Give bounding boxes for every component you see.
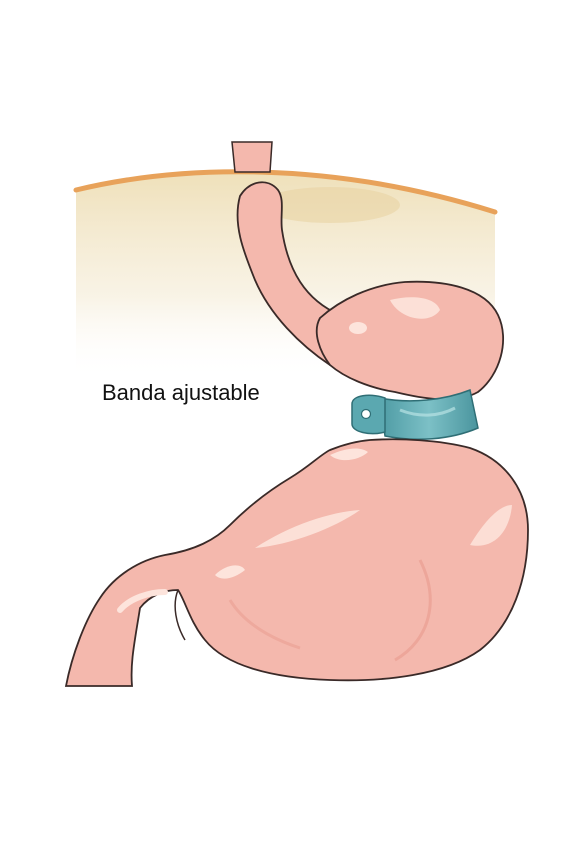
band-label: Banda ajustable bbox=[102, 380, 260, 405]
lower-stomach bbox=[64, 438, 529, 687]
duodenum bbox=[117, 589, 186, 641]
adjustable-band bbox=[351, 388, 479, 440]
upper-stomach-pouch bbox=[315, 280, 505, 401]
esophagus-upper bbox=[231, 141, 273, 173]
